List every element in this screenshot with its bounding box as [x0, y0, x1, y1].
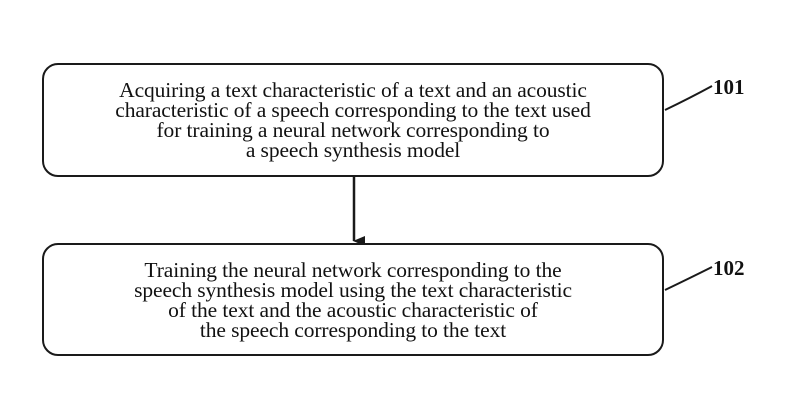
step-ref-label-102: 102	[713, 256, 745, 280]
step-box-102: Training the neural network correspondin…	[42, 243, 664, 356]
step-box-101: Acquiring a text characteristic of a tex…	[42, 63, 664, 177]
leader-line-101	[664, 85, 713, 111]
step-text-101: Acquiring a text characteristic of a tex…	[115, 78, 591, 162]
step-text-102: Training the neural network correspondin…	[134, 257, 572, 342]
step-ref-label-101: 101	[713, 75, 745, 99]
leader-line-102	[664, 266, 713, 291]
